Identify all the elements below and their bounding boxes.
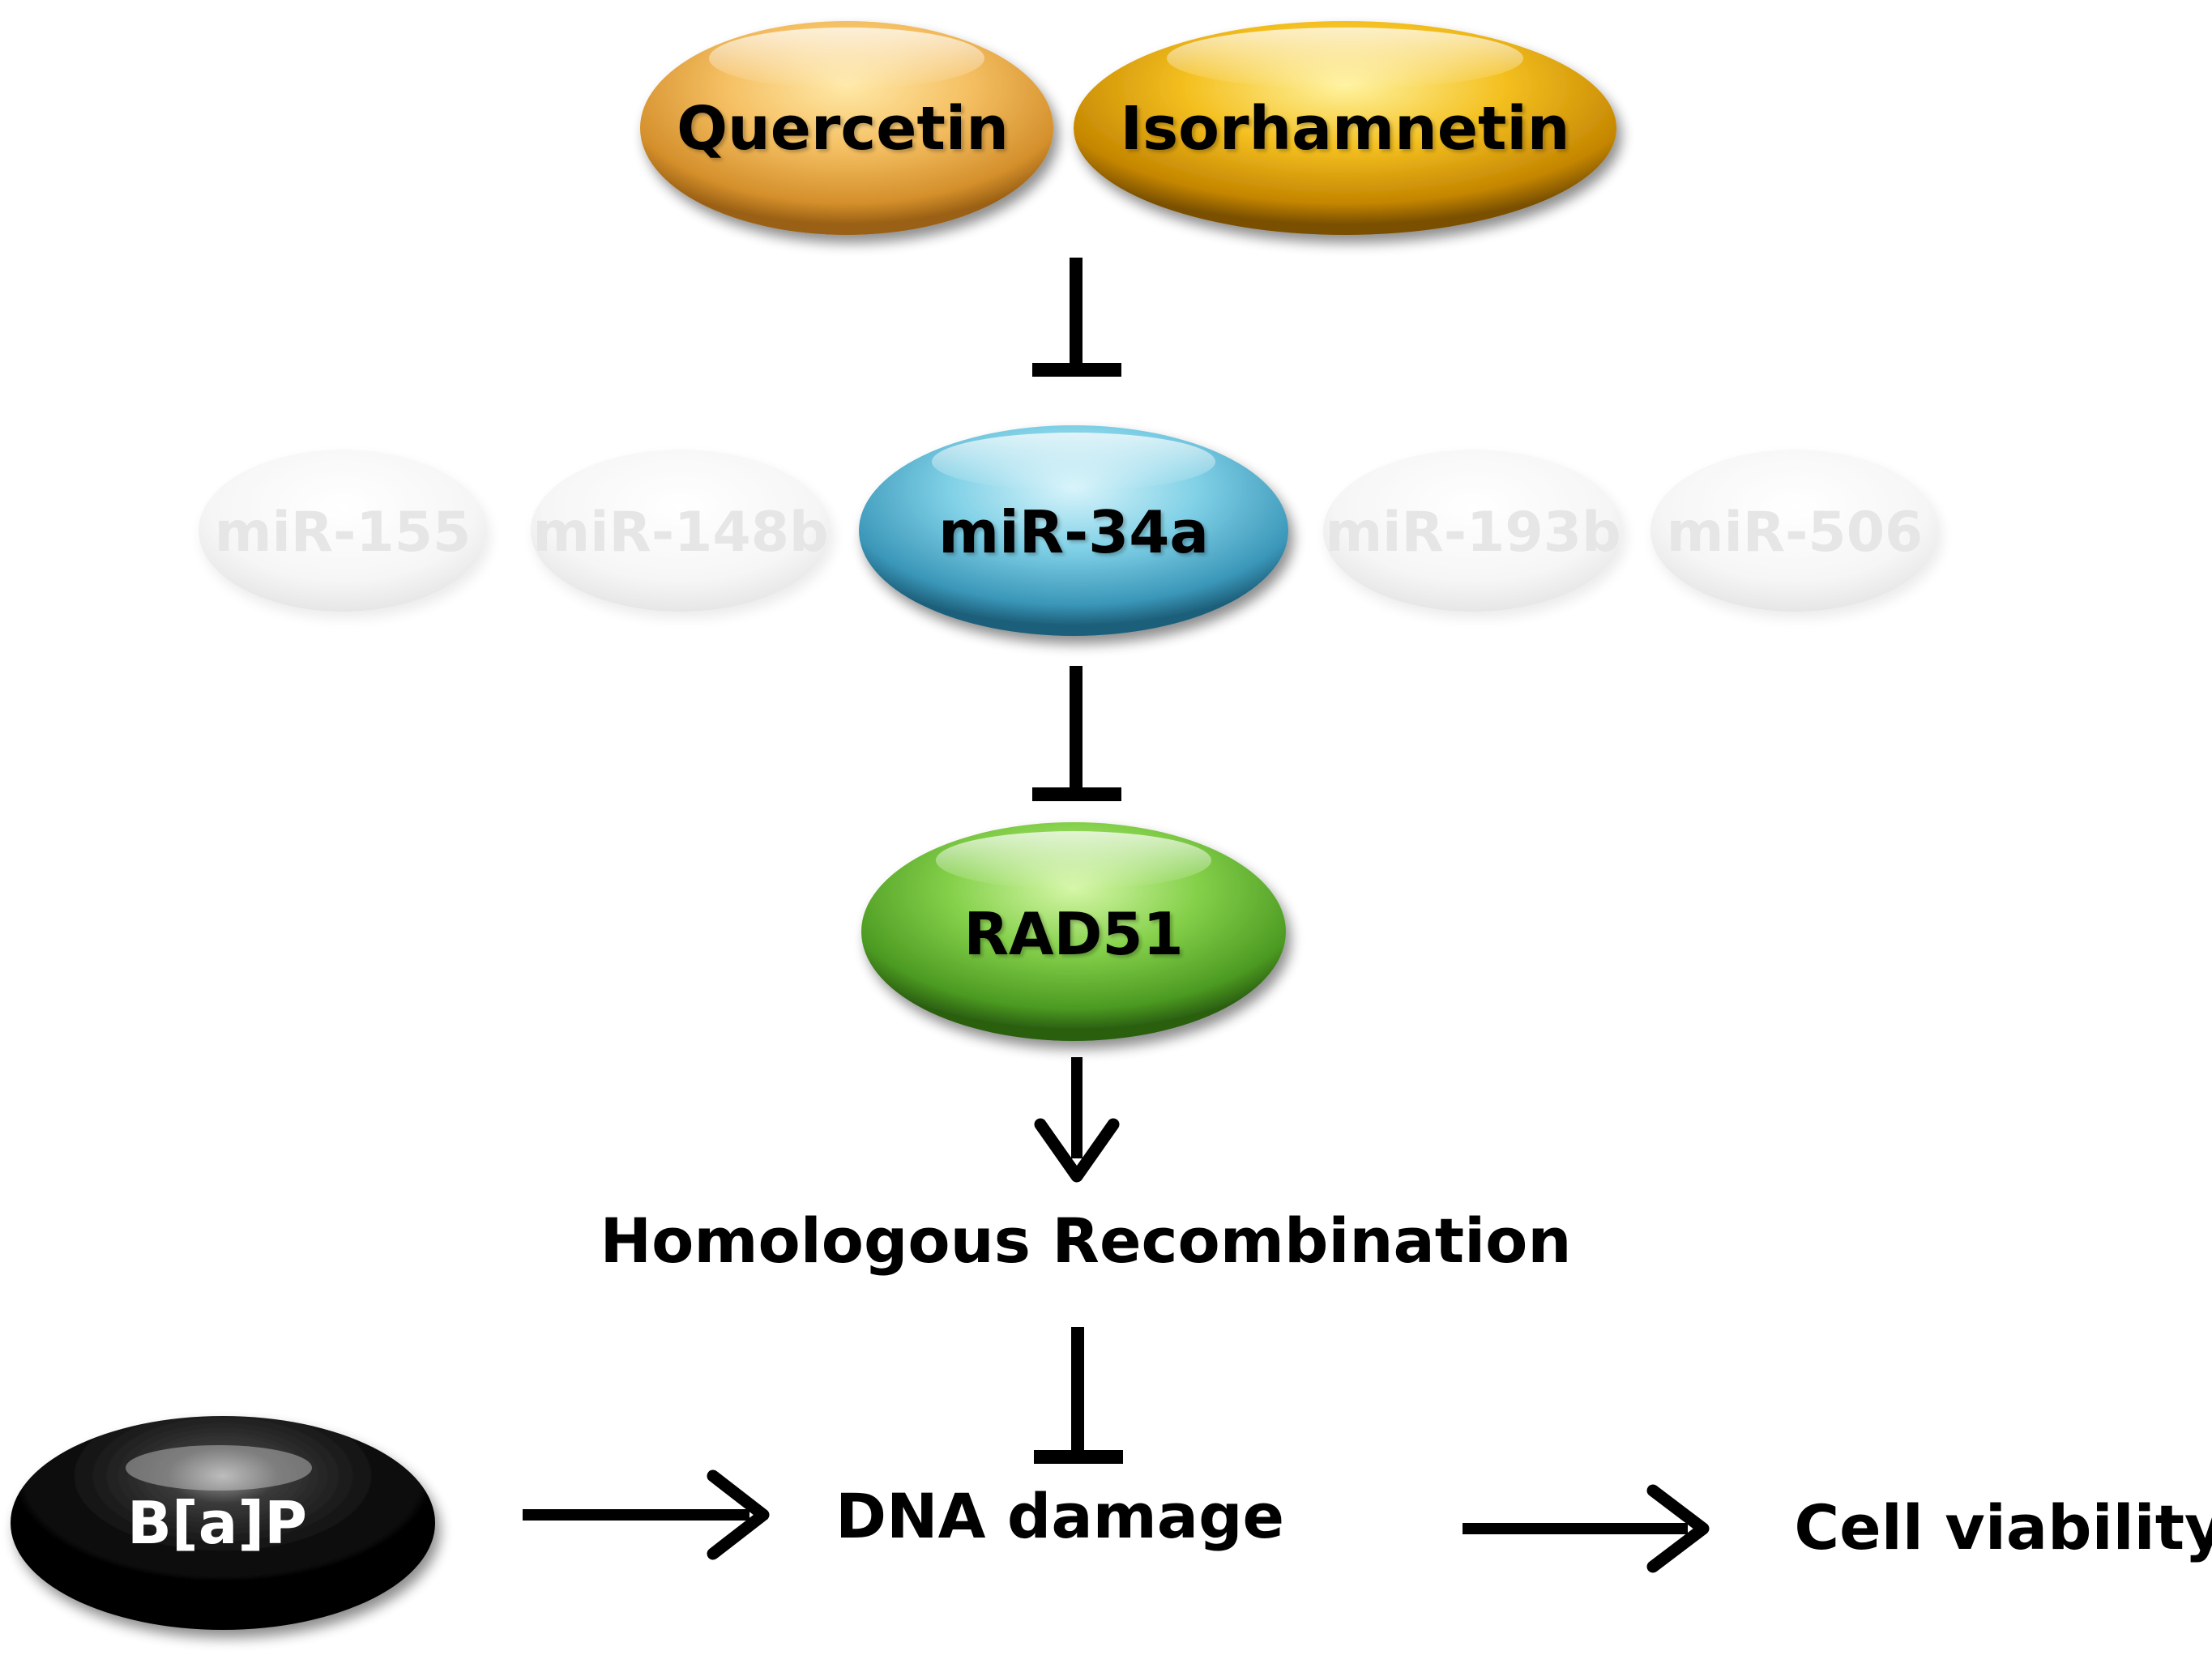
faded-mir-155-label: miR-155 bbox=[215, 501, 472, 565]
faded-mir-193b-node bbox=[1323, 450, 1623, 612]
isorhamnetin-label: Isorhamnetin bbox=[1121, 94, 1570, 164]
quercetin-node bbox=[640, 21, 1053, 235]
quercetin-label: Quercetin bbox=[677, 94, 1009, 164]
inhibition-edge-hr-dna-damage bbox=[1034, 1327, 1123, 1464]
faded-mir-148b-label: miR-148b bbox=[532, 501, 828, 565]
isorhamnetin-node bbox=[1074, 21, 1616, 235]
activation-edge-dna-damage-cell-viability bbox=[1463, 1484, 1710, 1573]
mir34a-label: miR-34a bbox=[938, 498, 1209, 566]
activation-edge-bap-dna-damage bbox=[523, 1469, 770, 1560]
rad51-label: RAD51 bbox=[963, 900, 1183, 968]
cell-viability-label: Cell viability bbox=[1794, 1491, 2212, 1563]
rad51-node bbox=[861, 822, 1286, 1041]
bap-node bbox=[11, 1416, 435, 1630]
bap-label: B[a]P bbox=[127, 1489, 307, 1557]
faded-mir-148b-node bbox=[531, 450, 831, 612]
activation-edge-rad51-hr bbox=[1034, 1057, 1120, 1183]
inhibition-edge-flavonoids-mir34a bbox=[1032, 258, 1121, 377]
homologous-recombination-label: Homologous Recombination bbox=[600, 1205, 1572, 1277]
faded-mir-506-node bbox=[1650, 450, 1939, 612]
inhibition-edge-mir34a-rad51 bbox=[1032, 666, 1121, 801]
faded-mir-155-node bbox=[199, 450, 487, 612]
faded-mir-506-label: miR-506 bbox=[1667, 501, 1924, 565]
faded-mir-193b-label: miR-193b bbox=[1325, 501, 1621, 565]
dna-damage-label: DNA damage bbox=[835, 1480, 1284, 1552]
mir34a-node bbox=[859, 425, 1288, 636]
